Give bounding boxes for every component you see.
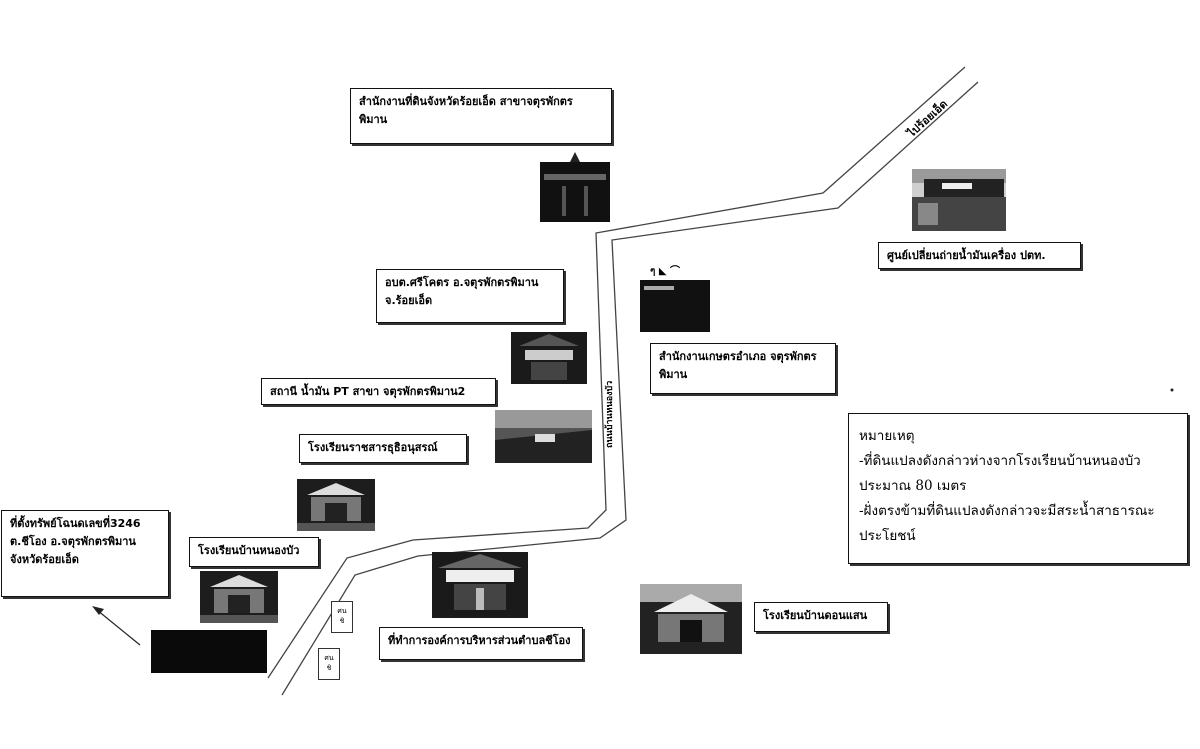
school-icon	[200, 571, 278, 623]
map-dot	[1170, 388, 1174, 392]
legend-title: หมายเหตุ	[859, 428, 915, 444]
school-donsaen-photo	[640, 584, 742, 654]
agri-office-photo	[640, 280, 710, 332]
property-arrow-line	[96, 609, 141, 646]
agri-office-marks: ๆ ◣ ⌒	[650, 266, 681, 277]
ptt-center-photo	[912, 169, 1006, 231]
small-marker-2: ศน ชิ	[318, 648, 340, 680]
property-plot	[151, 630, 267, 673]
building-icon	[640, 280, 710, 332]
sao-srikot-photo	[511, 332, 587, 384]
gas-station-icon	[912, 169, 1006, 231]
building-icon	[511, 332, 587, 384]
school-icon	[297, 479, 375, 531]
road-label-main: ถนนบ้านหนองบัว	[605, 380, 615, 448]
label-sao-office: ที่ทำการองค์การบริหารส่วนตำบลชีโอง	[379, 627, 583, 660]
school-nongbua-photo	[200, 571, 278, 623]
road-roiet-right-edge	[281, 81, 979, 696]
legend-line-4: ประโยชน์	[859, 528, 916, 544]
school-ratsamran-photo	[297, 479, 375, 531]
school-icon	[640, 584, 742, 654]
label-pt-station: สถานี น้ำมัน PT สาขา จตุรพักตรพิมาน2	[261, 378, 496, 405]
label-school-donsaen: โรงเรียนบ้านดอนแสน	[754, 602, 888, 632]
label-ptt-center: ศูนย์เปลี่ยนถ่ายน้ำมันเครื่อง ปตท.	[878, 242, 1081, 269]
legend-line-3: -ฝั่งตรงข้ามที่ดินแปลงดังกล่าวจะมีสระน้ำ…	[859, 503, 1155, 519]
small-marker-1: ศน ชิ	[331, 601, 353, 633]
label-sao-srikot: อบต.ศรีโคตร อ.จตุรพักตรพิมาน จ.ร้อยเอ็ด	[376, 269, 564, 323]
legend-box: หมายเหตุ -ที่ดินแปลงดังกล่าวห่างจากโรงเร…	[848, 413, 1188, 564]
label-school-nongbua: โรงเรียนบ้านหนองบัว	[189, 537, 319, 567]
legend-line-2: ประมาณ 80 เมตร	[859, 478, 967, 494]
label-property: ที่ตั้งทรัพย์โฉนดเลขที่3246 ต.ชีโอง อ.จต…	[1, 510, 169, 597]
property-arrow-head	[92, 606, 104, 615]
label-land-office: สำนักงานที่ดินจังหวัดร้อยเอ็ด สาขาจตุรพั…	[350, 88, 612, 144]
gas-station-icon	[495, 410, 592, 463]
legend-line-1: -ที่ดินแปลงดังกล่าวห่างจากโรงเรียนบ้านหน…	[859, 453, 1141, 469]
building-icon	[432, 552, 528, 618]
label-school-ratsamran: โรงเรียนราชสารธุธิอนุสรณ์	[299, 434, 467, 463]
land-office-photo	[540, 152, 610, 222]
label-agri-office: สำนักงานเกษตรอำเภอ จตุรพักตร พิมาน	[650, 343, 836, 394]
road-roiet-left-edge	[267, 66, 966, 679]
pt-station-photo	[495, 410, 592, 463]
building-icon	[540, 152, 610, 222]
sao-office-photo	[432, 552, 528, 618]
